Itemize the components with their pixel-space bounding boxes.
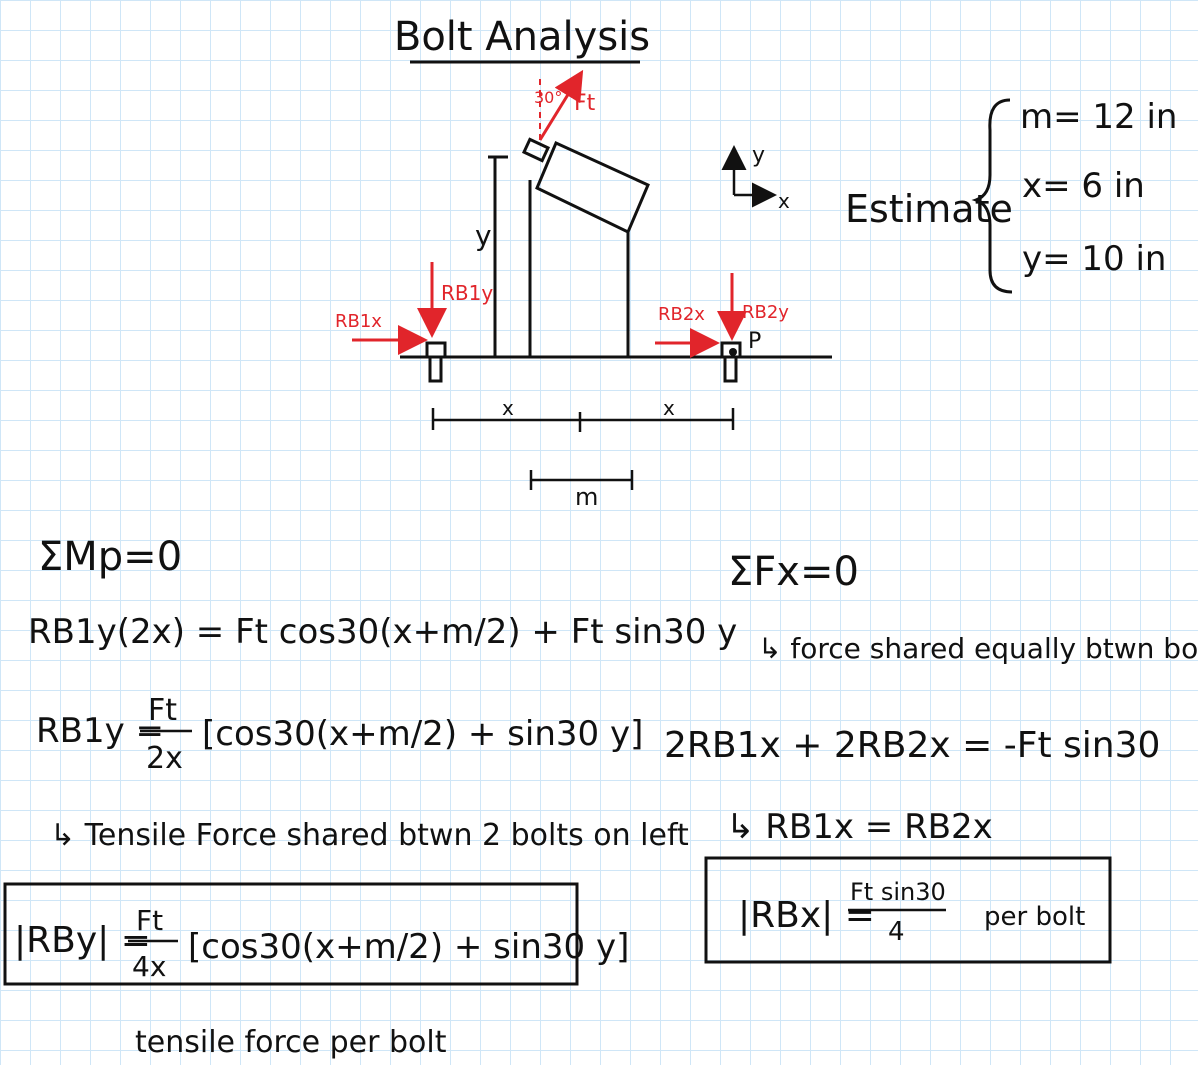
left-bolt xyxy=(425,341,447,383)
force-shared-note: ↳ force shared equally btwn bolts xyxy=(758,632,1198,665)
height-dimension xyxy=(488,155,508,359)
x-dimension xyxy=(431,408,735,432)
moment-sum-equation: ΣMp=0 xyxy=(38,534,182,580)
rb1y-fraction-num: Ft xyxy=(148,693,177,728)
rby-fraction-num: Ft xyxy=(136,904,163,937)
rbx-suffix: per bolt xyxy=(984,902,1085,932)
tensile-note: ↳ Tensile Force shared btwn 2 bolts on l… xyxy=(50,818,689,853)
rby-fraction-den: 4x xyxy=(132,950,166,983)
rb1y-fraction-den: 2x xyxy=(146,741,183,776)
estimate-x: x= 6 in xyxy=(1022,166,1145,206)
rbx-fraction-den: 4 xyxy=(888,917,905,947)
rbx-lhs: |RBx| = xyxy=(738,895,875,936)
force-equation-2: ↳ RB1x = RB2x xyxy=(726,807,993,847)
axis-y-label: y xyxy=(752,143,765,168)
axis-x-label: x xyxy=(778,189,790,213)
m-dimension xyxy=(529,470,634,490)
height-label: y xyxy=(475,219,492,252)
force-equation-1: 2RB1x + 2RB2x = -Ft sin30 xyxy=(664,725,1160,766)
page-title: Bolt Analysis xyxy=(394,14,650,60)
dim-x-right-label: x xyxy=(663,396,675,420)
force-sum-equation: ΣFx=0 xyxy=(728,549,859,595)
rby-rhs: [cos30(x+m/2) + sin30 y] xyxy=(188,927,629,967)
dim-x-left-label: x xyxy=(502,396,514,420)
rb1y-label: RB1y xyxy=(441,281,493,305)
estimate-m: m= 12 in xyxy=(1020,97,1177,137)
force-ft-label: Ft xyxy=(574,91,596,116)
angle-label: 30° xyxy=(534,88,562,107)
force-ft-arrow xyxy=(538,69,584,141)
right-bolt xyxy=(720,341,742,383)
moment-equation-1: RB1y(2x) = Ft cos30(x+m/2) + Ft sin30 y xyxy=(28,612,737,652)
rbx-result-box xyxy=(704,856,1112,964)
rb1x-label: RB1x xyxy=(335,311,382,332)
rb1y-rhs: [cos30(x+m/2) + sin30 y] xyxy=(202,714,643,754)
rby-result-box xyxy=(3,882,579,986)
rb2y-label: RB2y xyxy=(742,302,789,323)
point-p-label: P xyxy=(748,329,761,354)
estimate-brace xyxy=(971,98,1013,294)
axes-icon xyxy=(721,145,777,208)
rby-caption: tensile force per bolt xyxy=(135,1025,447,1060)
rbx-fraction-num: Ft sin30 xyxy=(850,878,946,906)
estimate-y: y= 10 in xyxy=(1022,239,1166,279)
bracket-column xyxy=(521,137,650,357)
rb2x-label: RB2x xyxy=(658,304,705,325)
dim-m-label: m xyxy=(575,483,598,511)
